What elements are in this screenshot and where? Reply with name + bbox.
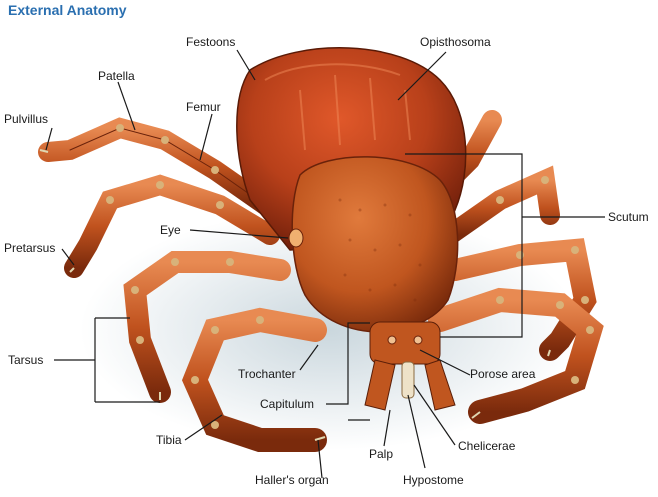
label-trochanter: Trochanter (238, 367, 296, 381)
diagram-title: External Anatomy (8, 2, 127, 18)
label-hallers-organ: Haller's organ (255, 473, 329, 487)
label-capitulum: Capitulum (260, 397, 314, 411)
label-tarsus: Tarsus (8, 353, 43, 367)
label-tibia: Tibia (156, 433, 182, 447)
label-pretarsus: Pretarsus (4, 241, 55, 255)
label-femur: Femur (186, 100, 221, 114)
label-eye: Eye (160, 223, 181, 237)
label-patella: Patella (98, 69, 135, 83)
label-scutum: Scutum (608, 210, 649, 224)
scutum-shape (292, 157, 457, 332)
label-chelicerae: Chelicerae (458, 439, 516, 453)
label-hypostome: Hypostome (403, 473, 464, 487)
label-pulvillus: Pulvillus (4, 112, 48, 126)
label-porose-area: Porose area (470, 367, 536, 381)
label-opisthosoma: Opisthosoma (420, 35, 491, 49)
label-palp: Palp (369, 447, 393, 461)
label-festoons: Festoons (186, 35, 235, 49)
eye-shape (289, 229, 303, 247)
